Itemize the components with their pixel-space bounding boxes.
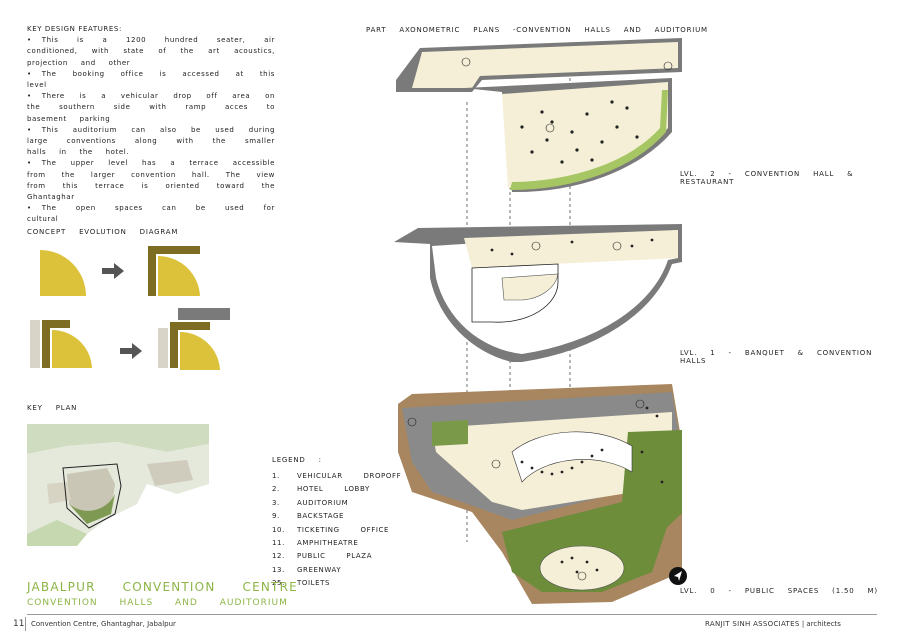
legend-label: BACKSTAGE [297,512,345,521]
key-features-list: •This is a 1200 hundred seater, air cond… [27,35,275,225]
legend-label: AUDITORIUM [297,498,349,507]
legend: LEGEND : 1. VEHICULAR DROPOFF 2. HOTEL LOBB… [272,456,412,593]
footer-page-number: 11 [13,619,25,629]
legend-number: 2. [272,485,280,494]
north-arrow-icon [669,567,687,585]
right-arrow-icon [102,263,124,279]
key-feature-item: •There is a vehicular drop off area on t… [27,91,275,125]
level-2-label: LVL. 2 - CONVENTION HALL & RESTAURANT [680,170,854,186]
concept-quarter-4 [180,331,220,370]
level-2-plan [396,38,682,193]
key-feature-text: There is a vehicular drop off area on th… [27,92,275,123]
legend-number: 13. [272,565,285,574]
key-plan-heading: KEY PLAN [27,404,78,412]
bullet-icon: • [27,204,32,213]
key-feature-text: This auditorium can also be used during … [27,125,275,157]
legend-label: VEHICULAR DROPOFF [297,472,402,480]
level-0-label: LVL. 0 - PUBLIC SPACES (1.50 M) [680,587,878,595]
legend-number: 12. [272,552,285,561]
key-feature-text: The booking office is accessed at this l… [27,69,275,90]
people-level-0 [520,406,664,574]
legend-number: 25. [272,579,285,588]
bullet-icon: • [27,125,32,134]
key-feature-item: •The open spaces can be used for cultura… [27,203,275,225]
key-features-section: KEY DESIGN FEATURES: •This is a 1200 hun… [27,24,275,226]
legend-label: TICKETING OFFICE [297,525,390,534]
footer-project: Convention Centre, Ghantaghar, Jabalpur [31,620,176,628]
legend-item: 2. HOTEL LOBBY [272,485,412,498]
level-1-label: LVL. 1 - BANQUET & CONVENTION HALLS [680,349,873,365]
legend-label: PUBLIC PLAZA [297,552,373,561]
legend-number: 11. [272,538,285,547]
footer-page-divider [25,617,26,631]
axonometric-plans [394,38,682,604]
axo-heading: PART AXONOMETRIC PLANS -CONVENTION HALLS… [366,26,708,34]
key-features-heading: KEY DESIGN FEATURES: [27,25,122,33]
legend-label: TOILETS [297,579,331,588]
right-arrow-icon [120,343,142,359]
footer-firm: RANJIT SINH ASSOCIATES | architects [705,620,841,628]
legend-number: 9. [272,512,280,521]
people-level-2 [520,100,639,164]
key-feature-text: This is a 1200 hundred seater, air condi… [27,36,275,67]
legend-label: HOTEL LOBBY [297,485,370,494]
level-0-plan [398,384,682,604]
key-feature-item: •The booking office is accessed at this … [27,69,275,91]
legend-item: 13. GREENWAY [272,566,412,579]
legend-label: AMPHITHEATRE [297,538,359,547]
concept-diagram [30,246,230,370]
footer-divider [27,614,877,615]
level-1-plan [394,224,682,362]
bullet-icon: • [27,92,32,101]
legend-item: 11. AMPHITHEATRE [272,539,412,552]
key-feature-item: •The upper level has a terrace accessibl… [27,158,275,203]
concept-heading: CONCEPT EVOLUTION DIAGRAM [27,228,179,236]
legend-number: 1. [272,472,280,480]
legend-number: 3. [272,498,280,507]
bullet-icon: • [27,36,32,45]
legend-heading: LEGEND : [272,456,322,464]
legend-item: 25. TOILETS [272,579,412,592]
footer-firm-suffix: | architects [801,620,841,628]
footer-firm-name: RANJIT SINH ASSOCIATES [705,620,800,628]
concept-quarter-2 [158,255,200,296]
key-plan-map [27,424,209,546]
legend-list: 1. VEHICULAR DROPOFF 2. HOTEL LOBBY 3. AUDITO… [272,472,412,593]
concept-quarter-3 [52,329,92,368]
legend-item: 10. TICKETING OFFICE [272,526,412,539]
project-title: JABALPUR CONVENTION CENTRE [27,580,298,594]
key-feature-item: •This auditorium can also be used during… [27,125,275,159]
key-feature-item: •This is a 1200 hundred seater, air cond… [27,35,275,69]
legend-item: 12. PUBLIC PLAZA [272,552,412,565]
concept-quarter-1 [40,250,86,296]
legend-item: 9. BACKSTAGE [272,512,412,525]
legend-label: GREENWAY [297,565,342,574]
key-feature-text: The open spaces can be used for cultural [27,204,275,224]
legend-number: 10. [272,525,285,534]
bullet-icon: • [27,159,32,168]
legend-item: 3. AUDITORIUM [272,499,412,512]
legend-item: 1. VEHICULAR DROPOFF [272,472,412,485]
project-subtitle: CONVENTION HALLS AND AUDITORIUM [27,598,288,608]
key-feature-text: The upper level has a terrace accessible… [27,159,275,202]
bullet-icon: • [27,69,32,78]
